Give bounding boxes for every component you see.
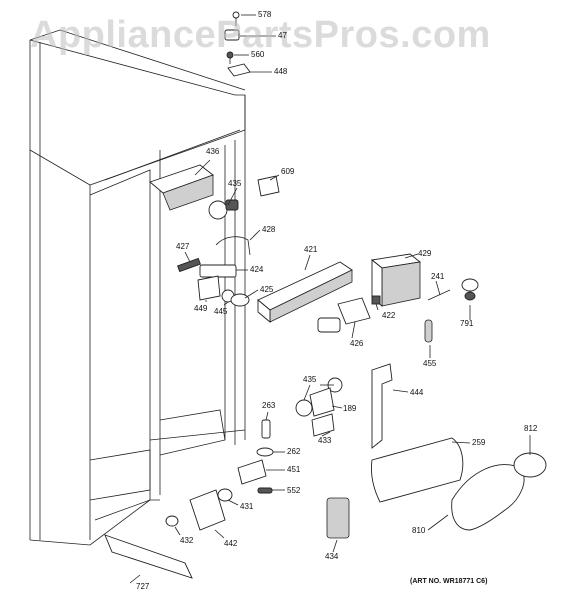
callout-262: 262 [287, 447, 301, 456]
callout-448: 448 [274, 67, 288, 76]
callout-552: 552 [287, 486, 301, 495]
callout-435-upper: 435 [228, 179, 242, 188]
callout-259: 259 [472, 438, 486, 447]
callout-433: 433 [318, 436, 332, 445]
fan-442 [189, 489, 226, 531]
harness-428 [215, 236, 251, 256]
callout-449: 449 [194, 304, 208, 313]
switch-424 [199, 264, 237, 278]
screw-263 [261, 419, 271, 439]
callout-455: 455 [423, 359, 437, 368]
callout-189: 189 [343, 404, 357, 413]
callout-435-lower: 435 [303, 375, 317, 384]
callout-427: 427 [176, 242, 190, 251]
cap-791 [461, 278, 479, 292]
callout-810: 810 [412, 526, 426, 535]
socket-609 [257, 175, 280, 197]
arm-444 [371, 363, 393, 449]
gasket-812 [513, 452, 547, 478]
screw-552 [257, 487, 273, 494]
motor-431 [217, 488, 233, 502]
callout-426: 426 [350, 339, 364, 348]
grille-259 [371, 437, 464, 503]
callout-727: 727 [136, 582, 150, 591]
callout-791: 791 [460, 319, 474, 328]
callout-578: 578 [258, 10, 272, 19]
callout-431: 431 [240, 502, 254, 511]
shield-727 [104, 534, 193, 579]
callout-812: 812 [524, 424, 538, 433]
connector-427 [177, 257, 201, 273]
filter-434 [326, 497, 350, 539]
callout-451: 451 [287, 465, 301, 474]
watermark-text: AppliancePartsPros.com [30, 14, 491, 56]
bracket-451 [237, 459, 267, 485]
callout-444: 444 [410, 388, 424, 397]
bracket-433 [311, 413, 335, 437]
grommet-432 [165, 515, 179, 527]
washer-262 [256, 447, 274, 457]
callout-241: 241 [431, 272, 445, 281]
callout-432: 432 [180, 536, 194, 545]
duct-810 [451, 464, 525, 531]
cover-189 [309, 387, 335, 417]
callout-436: 436 [206, 147, 220, 156]
leader-lines [129, 14, 531, 584]
callout-429: 429 [418, 249, 432, 258]
callout-445: 445 [214, 307, 228, 316]
callout-47: 47 [278, 31, 287, 40]
callout-428: 428 [262, 225, 276, 234]
callout-560: 560 [251, 50, 265, 59]
mount-449 [197, 275, 221, 301]
callout-425: 425 [260, 285, 274, 294]
callout-434: 434 [325, 552, 339, 561]
button-422 [317, 317, 341, 333]
bulb-435-lower [295, 399, 313, 417]
wire-241 [427, 289, 451, 301]
callout-263: 263 [262, 401, 276, 410]
cabinet-outline [29, 29, 246, 546]
damper-426 [337, 297, 371, 325]
bulb-435-upper [208, 200, 228, 220]
spring-455 [424, 319, 433, 343]
callout-421: 421 [304, 245, 318, 254]
callout-424: 424 [250, 265, 264, 274]
art-number: (ART NO. WR18771 C6) [410, 578, 488, 585]
callout-609: 609 [281, 167, 295, 176]
callout-422: 422 [382, 311, 396, 320]
thermostat-425 [230, 293, 250, 307]
callout-442: 442 [224, 539, 238, 548]
